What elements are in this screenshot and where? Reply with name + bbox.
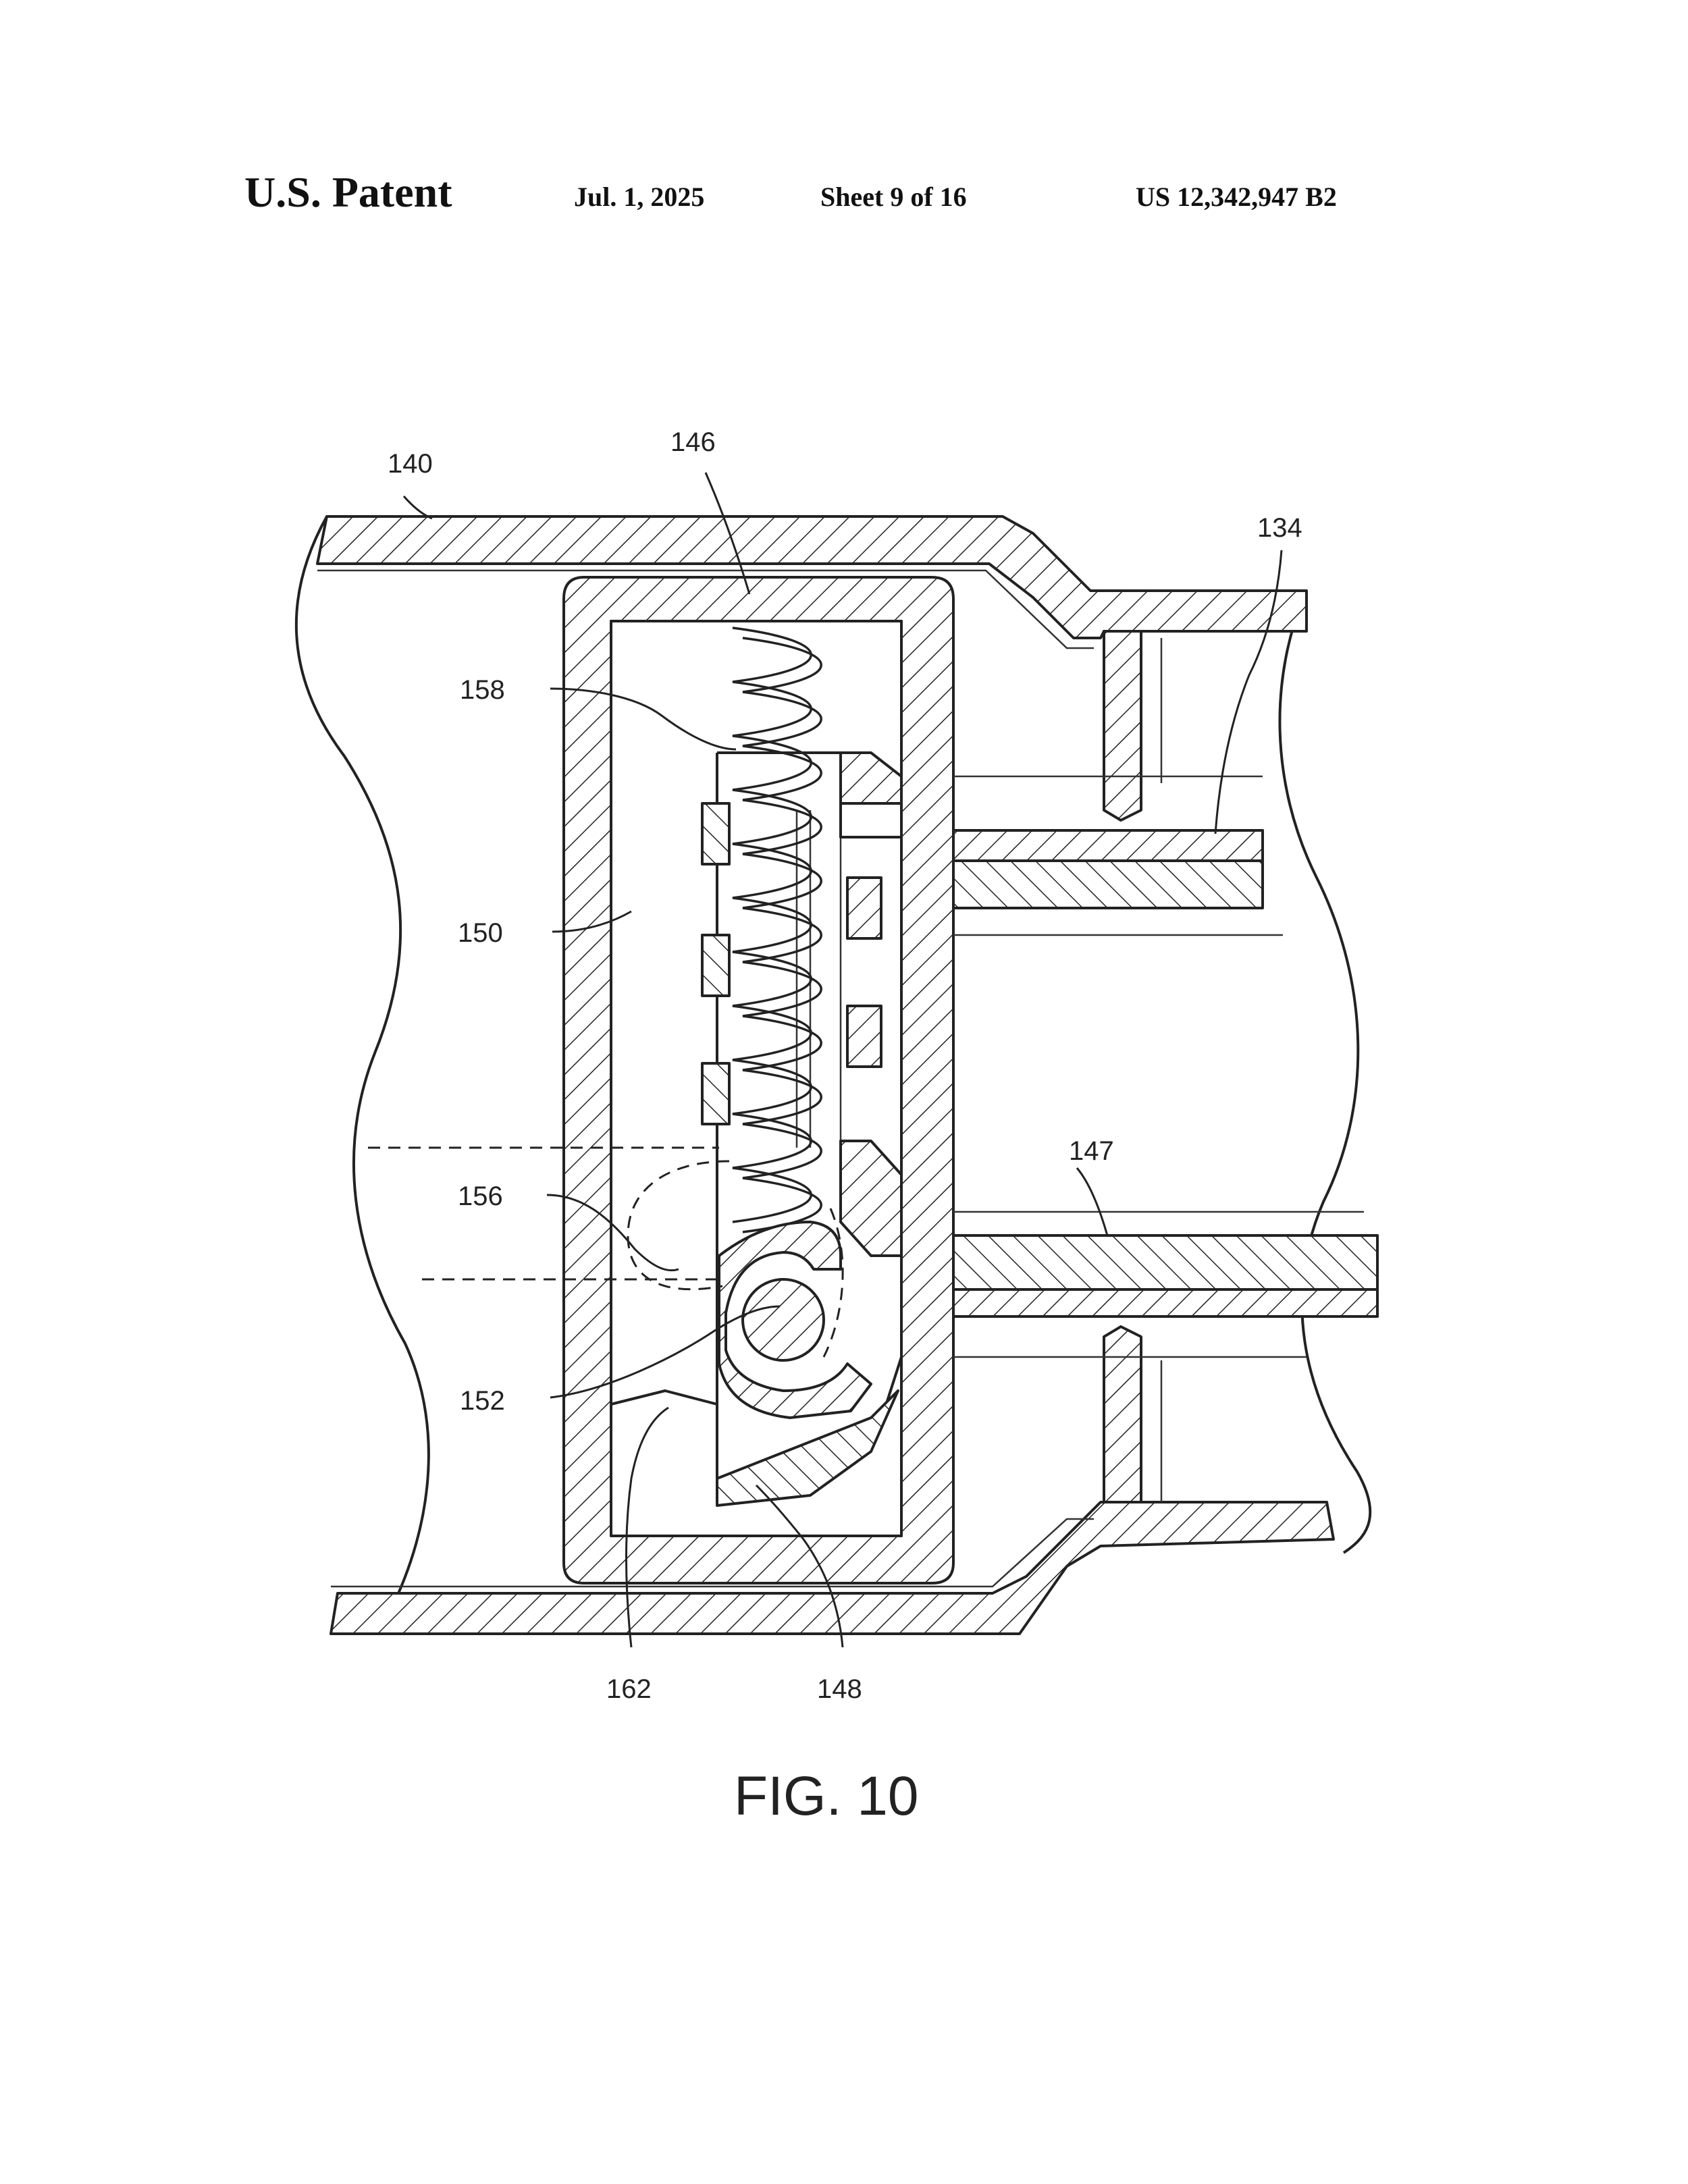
ref-148: 148 bbox=[817, 1674, 862, 1704]
ref-146: 146 bbox=[670, 427, 716, 457]
ball-alternate-position-156 bbox=[627, 1160, 730, 1291]
ref-162: 162 bbox=[606, 1674, 652, 1704]
ref-140: 140 bbox=[388, 449, 433, 479]
sheet-number: Sheet 9 of 16 bbox=[820, 182, 967, 212]
ref-156: 156 bbox=[458, 1181, 503, 1211]
patent-title: U.S. Patent bbox=[244, 168, 452, 216]
outer-wall-bottom bbox=[329, 1501, 1335, 1635]
inner-tube-134-upper-wall bbox=[952, 829, 1264, 862]
sleeve-147-upper bbox=[952, 859, 1264, 909]
patent-date: Jul. 1, 2025 bbox=[574, 182, 705, 212]
latch-wedge bbox=[716, 1389, 899, 1507]
inner-tube-134-lower-wall bbox=[952, 1288, 1379, 1318]
ref-134: 134 bbox=[1257, 513, 1302, 543]
ref-150: 150 bbox=[458, 918, 503, 948]
ref-158: 158 bbox=[460, 675, 505, 705]
ball-152 bbox=[741, 1278, 825, 1362]
outer-tube-right-break bbox=[1278, 590, 1372, 1554]
flange-upper bbox=[1103, 630, 1142, 822]
flange-lower bbox=[1103, 1325, 1142, 1503]
figure-label: FIG. 10 bbox=[734, 1765, 918, 1827]
ball-seat bbox=[718, 1221, 872, 1419]
ref-152: 152 bbox=[460, 1386, 505, 1416]
outer-tube-left-break bbox=[294, 516, 430, 1634]
ref-147: 147 bbox=[1069, 1136, 1114, 1166]
patent-number: US 12,342,947 B2 bbox=[1136, 182, 1337, 212]
sleeve-147-lower bbox=[952, 1234, 1379, 1291]
